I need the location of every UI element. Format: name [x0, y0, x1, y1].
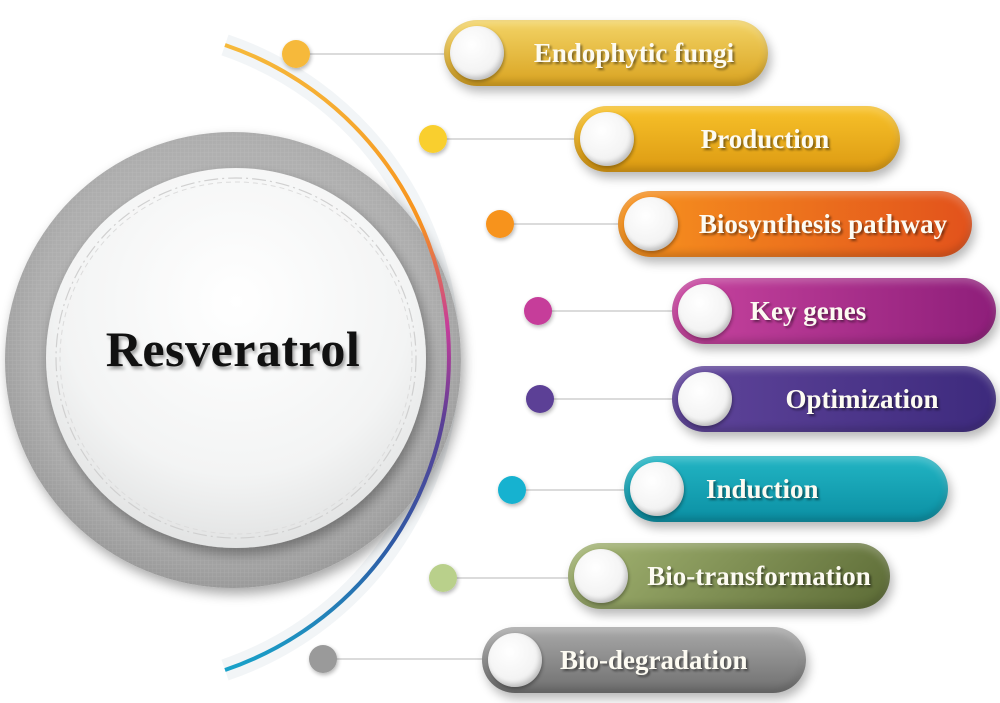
item-induction: Induction [624, 456, 948, 522]
center-title: Resveratrol [105, 321, 361, 377]
item-label: Bio-transformation [647, 560, 871, 591]
item-label: Optimization [785, 383, 939, 414]
timeline-arc [224, 43, 451, 672]
item-label: Induction [706, 473, 819, 504]
circle-knob-icon [450, 26, 504, 80]
circle-knob-icon [488, 633, 542, 687]
item-label: Biosynthesis pathway [698, 208, 948, 239]
circle-knob-icon [624, 197, 678, 251]
item-label: Endophytic fungi [533, 37, 735, 68]
item-bio-transformation: Bio-transformation [568, 543, 890, 609]
item-label: Production [700, 123, 830, 154]
timeline-dots [282, 40, 554, 673]
item-key-genes: Key genes [672, 278, 996, 344]
circle-knob-icon [574, 549, 628, 603]
circle-knob-icon [678, 284, 732, 338]
inner-circle [46, 168, 426, 548]
connector-lines [296, 53, 676, 660]
item-label: Key genes [750, 295, 867, 326]
circle-knob-icon [630, 462, 684, 516]
circle-knob-icon [580, 112, 634, 166]
item-biosynthesis-pathway: Biosynthesis pathway [618, 191, 972, 257]
item-optimization: Optimization [672, 366, 996, 432]
circle-knob-icon [678, 372, 732, 426]
item-bio-degradation: Bio-degradation [482, 627, 806, 693]
item-endophytic-fungi: Endophytic fungi [444, 20, 768, 86]
item-production: Production [574, 106, 900, 172]
item-label: Bio-degradation [560, 644, 748, 675]
